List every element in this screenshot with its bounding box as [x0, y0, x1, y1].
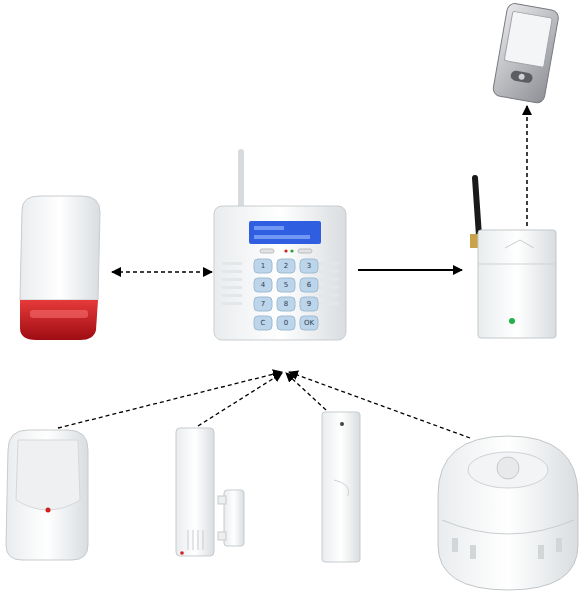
vibration-sensor [322, 412, 360, 562]
key-label: OK [300, 316, 318, 330]
door-contact [176, 428, 244, 556]
siren [20, 196, 100, 340]
key-label: 3 [300, 259, 318, 273]
mobile-phone [492, 2, 560, 104]
key-label: C [254, 316, 272, 330]
key-label: 6 [300, 278, 318, 292]
key-label: 1 [254, 259, 272, 273]
key-label: 7 [254, 297, 272, 311]
key-label: 9 [300, 297, 318, 311]
key-label: 5 [277, 278, 295, 292]
key-label: 8 [277, 297, 295, 311]
key-label: 2 [277, 259, 295, 273]
solid-link [358, 269, 462, 271]
key-label: 0 [277, 316, 295, 330]
gsm-module [470, 178, 556, 338]
dashed-link [198, 373, 282, 426]
control-panel [214, 152, 346, 340]
dashed-link [58, 372, 282, 428]
dashed-link [286, 373, 326, 410]
smoke-detector [438, 436, 578, 590]
motion-detector [6, 430, 88, 560]
dashed-link [112, 271, 212, 273]
key-label: 4 [254, 278, 272, 292]
dashed-link [289, 372, 470, 438]
dashed-link [526, 106, 528, 226]
